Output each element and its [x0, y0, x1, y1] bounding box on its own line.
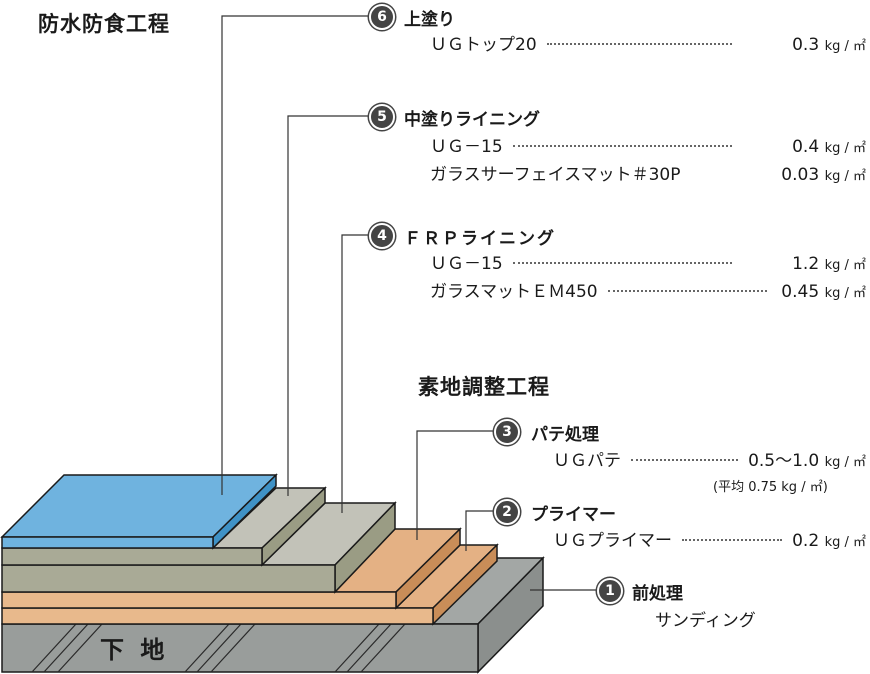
item-name: ＵＧ－15	[430, 254, 503, 274]
item-unit: kg / ㎡	[824, 169, 866, 184]
putty-front-face	[1, 591, 397, 609]
waterproof-process-title: 防水防食工程	[38, 12, 170, 36]
dot-leader	[546, 43, 733, 45]
item-value: 1.2	[792, 254, 820, 274]
leader-line-4	[341, 234, 369, 513]
item-name: ＵＧプライマー	[553, 531, 672, 551]
frp-front-face	[1, 564, 336, 593]
step-3-average-note: (平均 0.75 kg / ㎡)	[713, 480, 828, 495]
item-value: 0.5〜1.0	[748, 451, 820, 471]
leader-line-2	[465, 510, 494, 551]
item-unit: kg / ㎡	[824, 258, 866, 273]
layer-primer	[1, 543, 499, 626]
layer-putty	[1, 527, 462, 610]
item-value: 0.45	[781, 282, 820, 302]
item-name: ＵＧ－15	[430, 137, 503, 157]
step-title-1: 前処理	[632, 584, 683, 604]
layer-base-substrate	[1, 556, 545, 674]
dot-leader	[631, 459, 739, 461]
step-badge-3: 3	[494, 419, 520, 445]
leader-lines	[221, 15, 597, 591]
item-unit: kg / ㎡	[824, 535, 866, 550]
step-4-item-1: ＵＧ－15 1.2 kg / ㎡	[430, 249, 866, 274]
step-title-5: 中塗りライニング	[404, 110, 540, 130]
step-title-3: パテ処理	[531, 425, 599, 445]
item-name: ガラスサーフェイスマット＃30P	[430, 165, 681, 185]
item-unit: kg / ㎡	[824, 455, 866, 470]
topcoat-front-face	[1, 536, 214, 549]
base-front-face	[1, 623, 479, 673]
base-substrate-label: 下 地	[100, 636, 169, 664]
step-1-item-1: サンディング	[655, 611, 756, 631]
step-6-item-1: ＵＧトップ20 0.3 kg / ㎡	[430, 30, 866, 55]
leader-line-3	[416, 430, 494, 540]
step-badge-5: 5	[369, 104, 395, 130]
item-name: ＵＧトップ20	[430, 35, 537, 55]
item-name: ＵＧパテ	[553, 451, 621, 471]
step-title-4: ＦＲＰライニング	[404, 229, 556, 249]
midcoat-front-face	[1, 547, 263, 566]
item-value: 0.03	[781, 165, 820, 185]
dot-leader	[512, 145, 733, 147]
step-title-6: 上塗り	[404, 10, 455, 30]
item-name: ガラスマットＥＭ450	[430, 282, 598, 302]
dot-leader	[512, 262, 733, 264]
primer-front-face	[1, 607, 434, 625]
base-hatch	[31, 623, 406, 673]
item-unit: kg / ㎡	[824, 286, 866, 301]
step-5-item-1: ＵＧ－15 0.4 kg / ㎡	[430, 132, 866, 157]
item-value: 0.3	[792, 35, 820, 55]
step-3-item-1: ＵＧパテ 0.5〜1.0 kg / ㎡	[553, 446, 866, 471]
step-4-item-2: ガラスマットＥＭ450 0.45 kg / ㎡	[430, 277, 866, 302]
item-unit: kg / ㎡	[824, 39, 866, 54]
item-value: 0.4	[792, 137, 820, 157]
dot-leader	[682, 539, 783, 541]
item-unit: kg / ㎡	[824, 141, 866, 156]
item-value: 0.2	[792, 531, 820, 551]
substrate-process-title: 素地調整工程	[418, 375, 550, 399]
layer-topcoat	[0, 473, 278, 550]
leader-line-5	[287, 115, 369, 496]
leader-line-6	[221, 15, 369, 495]
step-5-item-2: ガラスサーフェイスマット＃30P 0.03 kg / ㎡	[430, 160, 866, 185]
step-2-item-1: ＵＧプライマー 0.2 kg / ㎡	[553, 526, 866, 551]
step-badge-6: 6	[369, 4, 395, 30]
step-title-2: プライマー	[531, 505, 616, 525]
layer-midcoat-lining	[1, 486, 327, 567]
step-badge-2: 2	[494, 499, 520, 525]
step-badge-1: 1	[597, 578, 623, 604]
dot-leader	[607, 290, 768, 292]
layer-frp-lining	[1, 501, 397, 594]
step-badge-4: 4	[369, 223, 395, 249]
